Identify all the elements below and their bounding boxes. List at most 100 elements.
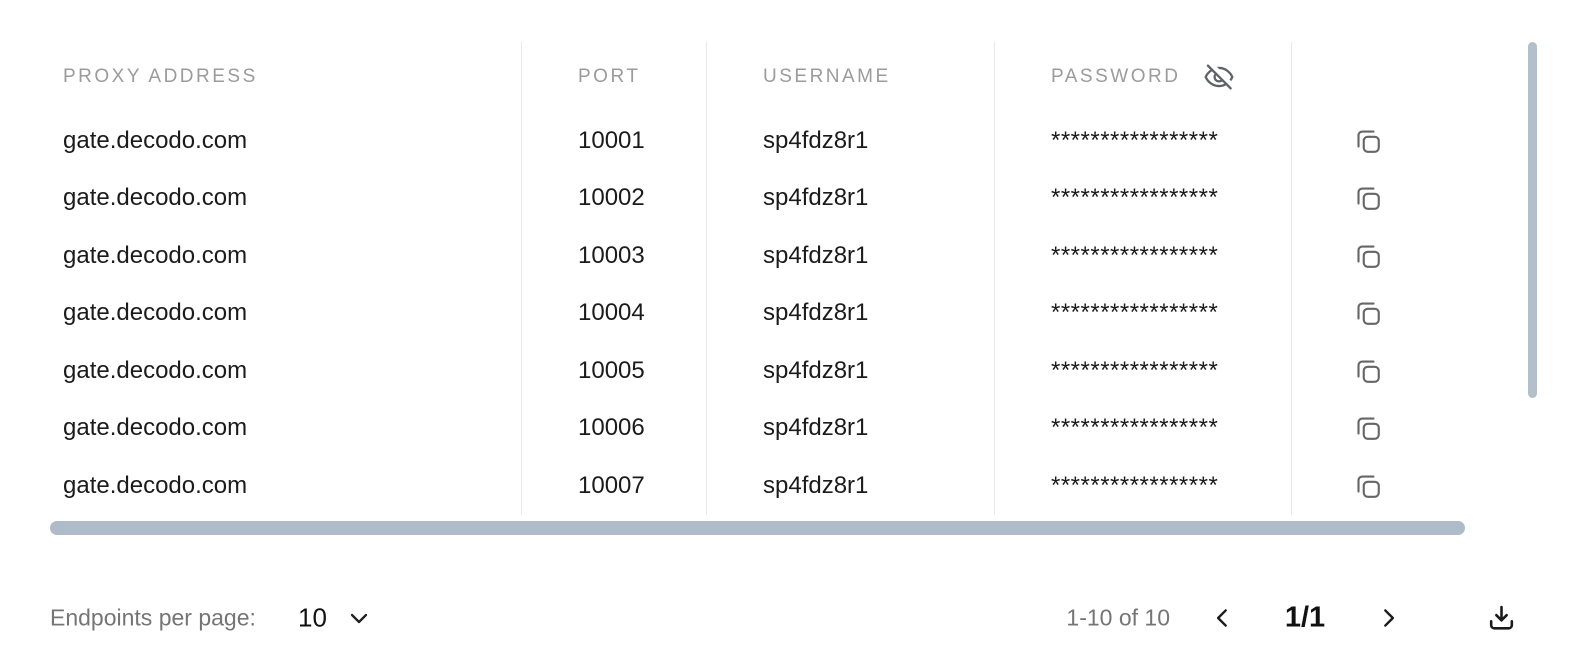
table-row-cell-port: 10004 [522,284,707,342]
copy-icon [1353,298,1383,328]
table-row-cell-password: ***************** [995,284,1292,342]
copy-icon [1353,413,1383,443]
column-header-proxy-address: PROXY ADDRESS [0,42,522,112]
password-masked-value: ***************** [1051,356,1219,384]
results-range-text: 1-10 of 10 [1066,604,1170,631]
table-row-cell-username: sp4fdz8r1 [707,112,995,170]
table-row-cell-actions [1292,400,1462,458]
username-value: sp4fdz8r1 [763,414,869,442]
table-row-cell-port: 10005 [522,342,707,400]
copy-icon [1353,183,1383,213]
port-value: 10001 [578,126,645,154]
username-value: sp4fdz8r1 [763,299,869,327]
table-row-cell-password: ***************** [995,399,1292,457]
table-row-cell-actions [1292,342,1462,400]
port-value: 10002 [578,184,645,212]
copy-endpoint-button[interactable] [1353,241,1383,271]
column-header-label: PORT [578,66,641,87]
per-page-select[interactable]: 10 [298,603,373,634]
password-masked-value: ***************** [1051,471,1219,499]
table-row-cell-password: ***************** [995,112,1292,170]
table-row-cell-username: sp4fdz8r1 [707,227,995,285]
username-value: sp4fdz8r1 [763,471,869,499]
column-header-port: PORT [522,42,707,112]
copy-icon [1353,241,1383,271]
eye-off-icon [1202,60,1236,94]
port-value: 10004 [578,299,645,327]
table-row-cell-port: 10002 [522,169,707,227]
per-page-label: Endpoints per page: [50,604,256,631]
table-row-cell-proxy: gate.decodo.com [0,399,522,457]
password-masked-value: ***************** [1051,414,1219,442]
table-row-cell-proxy: gate.decodo.com [0,342,522,400]
per-page-value: 10 [298,602,327,633]
table-row-cell-username: sp4fdz8r1 [707,284,995,342]
copy-endpoint-button[interactable] [1353,356,1383,386]
proxy-address-value: gate.decodo.com [63,414,248,442]
password-masked-value: ***************** [1051,184,1219,212]
table-row-cell-port: 10007 [522,457,707,515]
proxy-address-value: gate.decodo.com [63,299,248,327]
table-row-cell-username: sp4fdz8r1 [707,169,995,227]
password-masked-value: ***************** [1051,299,1219,327]
table-row-cell-proxy: gate.decodo.com [0,457,522,515]
table-row-cell-proxy: gate.decodo.com [0,284,522,342]
password-masked-value: ***************** [1051,241,1219,269]
chevron-right-icon [1375,605,1401,631]
column-header-username: USERNAME [707,42,995,112]
table-row-cell-port: 10003 [522,227,707,285]
table-row-cell-proxy: gate.decodo.com [0,227,522,285]
proxy-address-value: gate.decodo.com [63,241,248,269]
column-header-label: USERNAME [763,66,891,87]
port-value: 10005 [578,356,645,384]
port-value: 10007 [578,471,645,499]
table-row-cell-port: 10006 [522,399,707,457]
copy-endpoint-button[interactable] [1353,183,1383,213]
vertical-scrollbar[interactable] [1528,42,1537,398]
copy-endpoint-button[interactable] [1353,126,1383,156]
port-value: 10006 [578,414,645,442]
proxy-address-value: gate.decodo.com [63,356,248,384]
download-icon [1486,603,1517,634]
username-value: sp4fdz8r1 [763,126,869,154]
horizontal-scrollbar[interactable] [50,521,1465,535]
next-page-button[interactable] [1371,601,1405,635]
port-value: 10003 [578,241,645,269]
table-row-cell-username: sp4fdz8r1 [707,399,995,457]
toggle-password-visibility-button[interactable] [1202,60,1236,94]
proxy-address-value: gate.decodo.com [63,471,248,499]
endpoints-table: PROXY ADDRESS PORT USERNAME PASSWORD gat… [0,42,1462,515]
chevron-left-icon [1210,605,1236,631]
proxy-address-value: gate.decodo.com [63,184,248,212]
column-header-label: PROXY ADDRESS [63,66,258,87]
table-row-cell-actions [1292,112,1462,170]
chevron-down-icon [345,604,373,632]
actions-header-cell [1292,42,1462,112]
copy-icon [1353,356,1383,386]
page-indicator: 1/1 [1284,601,1326,634]
table-row-cell-proxy: gate.decodo.com [0,169,522,227]
download-endpoints-button[interactable] [1484,601,1519,636]
previous-page-button[interactable] [1206,601,1240,635]
proxy-address-value: gate.decodo.com [63,126,248,154]
table-row-cell-actions [1292,457,1462,515]
pagination-bar: Endpoints per page: 10 1-10 of 10 1/1 [0,590,1572,646]
copy-endpoint-button[interactable] [1353,413,1383,443]
username-value: sp4fdz8r1 [763,184,869,212]
table-row-cell-password: ***************** [995,169,1292,227]
copy-endpoint-button[interactable] [1353,471,1383,501]
username-value: sp4fdz8r1 [763,241,869,269]
table-row-cell-actions [1292,227,1462,285]
table-row-cell-actions [1292,170,1462,228]
column-header-label: PASSWORD [1051,66,1181,87]
table-row-cell-proxy: gate.decodo.com [0,112,522,170]
copy-icon [1353,126,1383,156]
table-row-cell-password: ***************** [995,457,1292,515]
table-row-cell-username: sp4fdz8r1 [707,342,995,400]
copy-endpoint-button[interactable] [1353,298,1383,328]
username-value: sp4fdz8r1 [763,356,869,384]
password-masked-value: ***************** [1051,126,1219,154]
table-row-cell-password: ***************** [995,342,1292,400]
table-row-cell-port: 10001 [522,112,707,170]
